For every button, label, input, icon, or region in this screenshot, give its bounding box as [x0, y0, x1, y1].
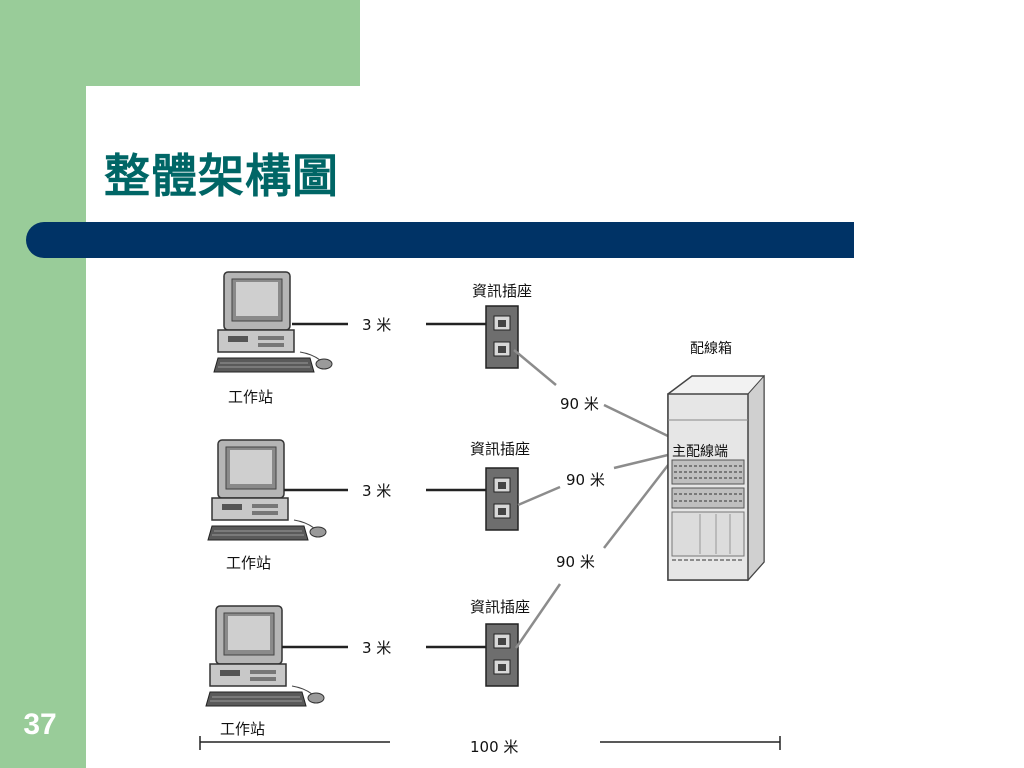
workstation-3	[205, 605, 325, 707]
left-green-band	[0, 0, 86, 768]
outlet-1	[485, 305, 519, 369]
long-run-label-2: 90 米	[566, 471, 605, 489]
outlet-2	[485, 467, 519, 531]
workstation-1	[213, 271, 333, 373]
top-green-band	[0, 0, 360, 86]
workstation-label-3: 工作站	[220, 720, 265, 738]
total-distance-line	[199, 736, 781, 750]
outlet-label-2: 資訊插座	[470, 440, 530, 458]
patch-panel-label: 主配線端	[672, 444, 728, 460]
short-run-label-3: 3 米	[362, 639, 391, 657]
outlet-label-3: 資訊插座	[470, 598, 530, 616]
workstation-label-1: 工作站	[228, 388, 273, 406]
outlet-label-1: 資訊插座	[472, 282, 532, 300]
horizontal-cables	[513, 349, 673, 649]
cabinet-label: 配線箱	[690, 341, 732, 357]
slide-title: 整體架構圖	[104, 149, 339, 203]
short-run-label-1: 3 米	[362, 316, 391, 334]
page-number: 37	[23, 708, 57, 741]
long-run-label-1: 90 米	[560, 395, 599, 413]
long-run-label-3: 90 米	[556, 553, 595, 571]
short-cables	[282, 322, 486, 649]
outlet-3	[485, 623, 519, 687]
title-divider-bar	[26, 222, 854, 258]
workstation-label-2: 工作站	[226, 554, 271, 572]
short-run-label-2: 3 米	[362, 482, 391, 500]
wiring-cabinet	[667, 374, 765, 582]
total-distance-label: 100 米	[470, 738, 518, 756]
